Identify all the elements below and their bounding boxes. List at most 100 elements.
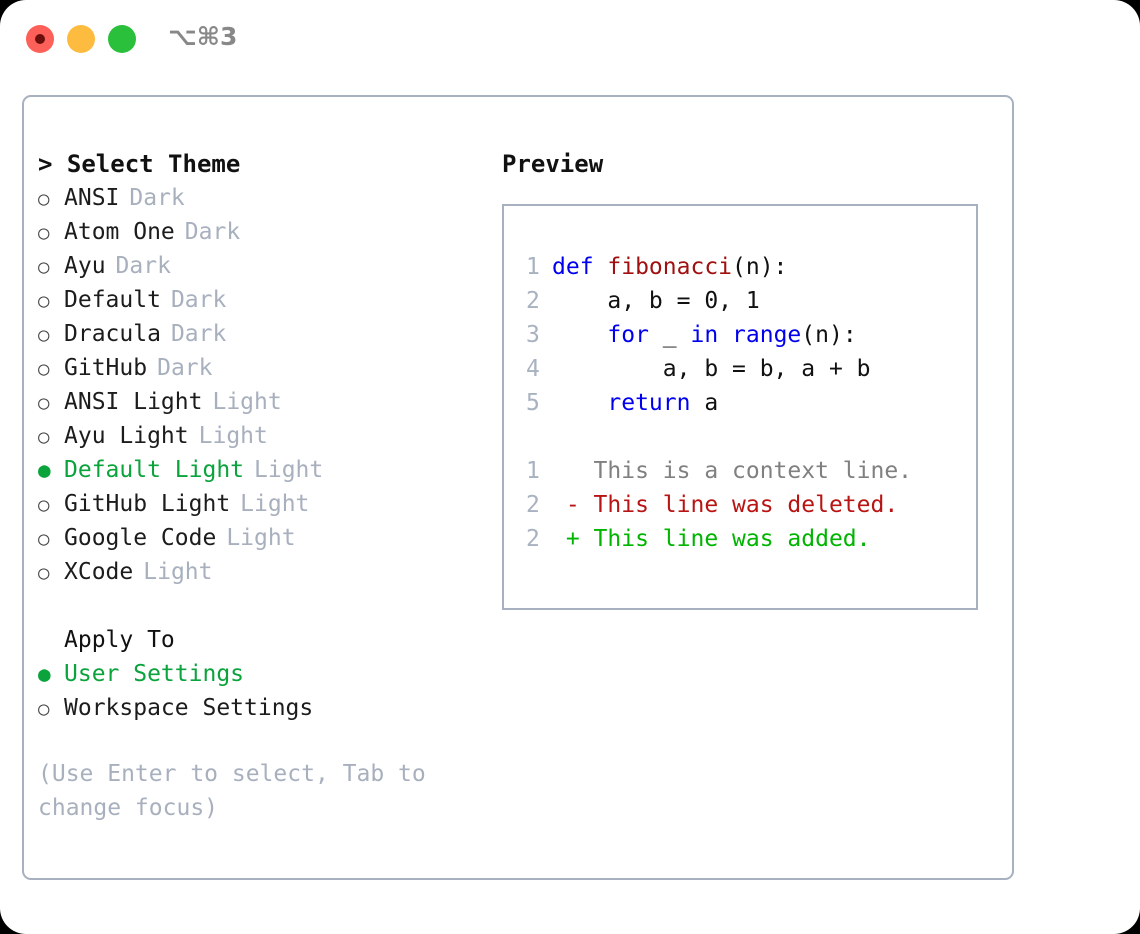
diff-line: 1 This is a context line.: [526, 454, 976, 488]
theme-variant-tag: Light: [254, 457, 324, 483]
line-number: 1: [526, 254, 540, 280]
theme-variant-tag: Dark: [184, 219, 241, 245]
section-spacer: [38, 589, 488, 623]
theme-name-label: Ayu Light: [64, 423, 189, 449]
code-token: [718, 322, 732, 348]
theme-list-item[interactable]: ○ GitHub Dark: [38, 351, 488, 385]
line-number: 2: [526, 492, 540, 518]
theme-name-label: Atom One: [64, 219, 175, 245]
code-token: a, b = b, a + b: [552, 356, 871, 382]
radio-unselected-icon: ○: [38, 324, 50, 346]
code-token: return: [607, 390, 691, 416]
code-line: 4 a, b = b, a + b: [526, 352, 976, 386]
code-token: (n):: [801, 322, 857, 348]
theme-list-item[interactable]: ○ XCode Light: [38, 555, 488, 589]
keyboard-hint: (Use Enter to select, Tab to change focu…: [38, 761, 426, 821]
theme-variant-tag: Light: [212, 389, 282, 415]
theme-list-item[interactable]: ○ Dracula Dark: [38, 317, 488, 351]
theme-variant-tag: Dark: [129, 185, 185, 211]
radio-unselected-icon: ○: [38, 188, 50, 210]
theme-variant-tag: Light: [143, 559, 213, 585]
theme-name-label: GitHub Light: [64, 491, 231, 517]
code-token: a, b = 0, 1: [552, 288, 760, 314]
code-token: (n):: [732, 254, 788, 280]
radio-selected-icon: ●: [38, 458, 51, 482]
preview-title: Preview: [502, 150, 604, 178]
theme-list-item[interactable]: ● Default Light Light: [38, 453, 488, 487]
code-token: def: [552, 254, 608, 280]
minimize-button[interactable]: [67, 25, 95, 53]
theme-variant-tag: Dark: [170, 321, 227, 347]
theme-list-item[interactable]: ○ Default Dark: [38, 283, 488, 317]
theme-list-item[interactable]: ○ Ayu Dark: [38, 249, 488, 283]
theme-list-item[interactable]: ○ Ayu Light Light: [38, 419, 488, 453]
line-number: 2: [526, 526, 540, 552]
theme-name-label: GitHub: [64, 355, 148, 381]
diff-text: - This line was deleted.: [552, 492, 899, 518]
apply-to-item[interactable]: ○ Workspace Settings: [38, 691, 488, 725]
theme-variant-tag: Light: [198, 423, 268, 449]
theme-name-label: Default Light: [64, 457, 245, 483]
theme-list-item[interactable]: ○ ANSI Dark: [38, 181, 488, 215]
radio-unselected-icon: ○: [38, 392, 50, 414]
diff-text: This is a context line.: [552, 458, 913, 484]
apply-to-label: Apply To: [64, 627, 175, 653]
theme-name-label: ANSI: [64, 185, 120, 211]
close-button[interactable]: [26, 25, 54, 53]
radio-unselected-icon: ○: [38, 426, 50, 448]
radio-unselected-icon: ○: [38, 494, 50, 516]
code-token: a: [690, 390, 719, 416]
diff-sample: 1 This is a context line.2 - This line w…: [526, 454, 976, 556]
line-number: 5: [526, 390, 540, 416]
theme-variant-tag: Light: [240, 491, 310, 517]
keyboard-shortcut-label: ⌥⌘3: [168, 22, 238, 51]
page-title: > Select Theme: [38, 150, 241, 178]
theme-variant-tag: Dark: [170, 287, 227, 313]
theme-name-label: ANSI Light: [64, 389, 203, 415]
theme-name-label: XCode: [64, 559, 134, 585]
maximize-button[interactable]: [108, 25, 136, 53]
code-token: in: [690, 322, 719, 348]
radio-unselected-icon: ○: [38, 358, 50, 380]
code-token: [552, 390, 607, 416]
code-token: _: [648, 322, 691, 348]
radio-selected-icon: ●: [38, 662, 51, 686]
theme-name-label: Default: [64, 287, 161, 313]
radio-unselected-icon: ○: [38, 562, 50, 584]
theme-variant-tag: Dark: [115, 253, 171, 279]
theme-list-item[interactable]: ○ ANSI Light Light: [38, 385, 488, 419]
apply-to-heading: ○ Apply To: [38, 623, 488, 657]
apply-to-item-label: User Settings: [64, 661, 245, 687]
traffic-lights: [26, 25, 136, 53]
diff-line: 2 - This line was deleted.: [526, 488, 976, 522]
line-number: 3: [526, 322, 540, 348]
theme-name-label: Dracula: [64, 321, 161, 347]
theme-variant-tag: Dark: [157, 355, 213, 381]
code-token: for: [607, 322, 649, 348]
title-bar: ⌥⌘3: [0, 0, 1140, 78]
theme-list-item[interactable]: ○ Atom One Dark: [38, 215, 488, 249]
theme-list-item[interactable]: ○ GitHub Light Light: [38, 487, 488, 521]
radio-unselected-icon: ○: [38, 698, 50, 720]
apply-to-item[interactable]: ● User Settings: [38, 657, 488, 691]
apply-to-list[interactable]: ● User Settings ○ Workspace Settings: [38, 657, 488, 725]
line-number: 1: [526, 458, 540, 484]
radio-unselected-icon: ○: [38, 222, 50, 244]
radio-unselected-icon: ○: [38, 256, 50, 278]
diff-text: + This line was added.: [552, 526, 871, 552]
apply-to-item-label: Workspace Settings: [64, 695, 314, 721]
theme-name-label: Google Code: [64, 525, 217, 551]
code-token: fibonacci: [607, 254, 733, 280]
theme-name-label: Ayu: [64, 253, 106, 279]
radio-unselected-icon: ○: [38, 290, 50, 312]
radio-unselected-icon: ○: [38, 528, 50, 550]
code-line: 5 return a: [526, 386, 976, 420]
code-line: 2 a, b = 0, 1: [526, 284, 976, 318]
